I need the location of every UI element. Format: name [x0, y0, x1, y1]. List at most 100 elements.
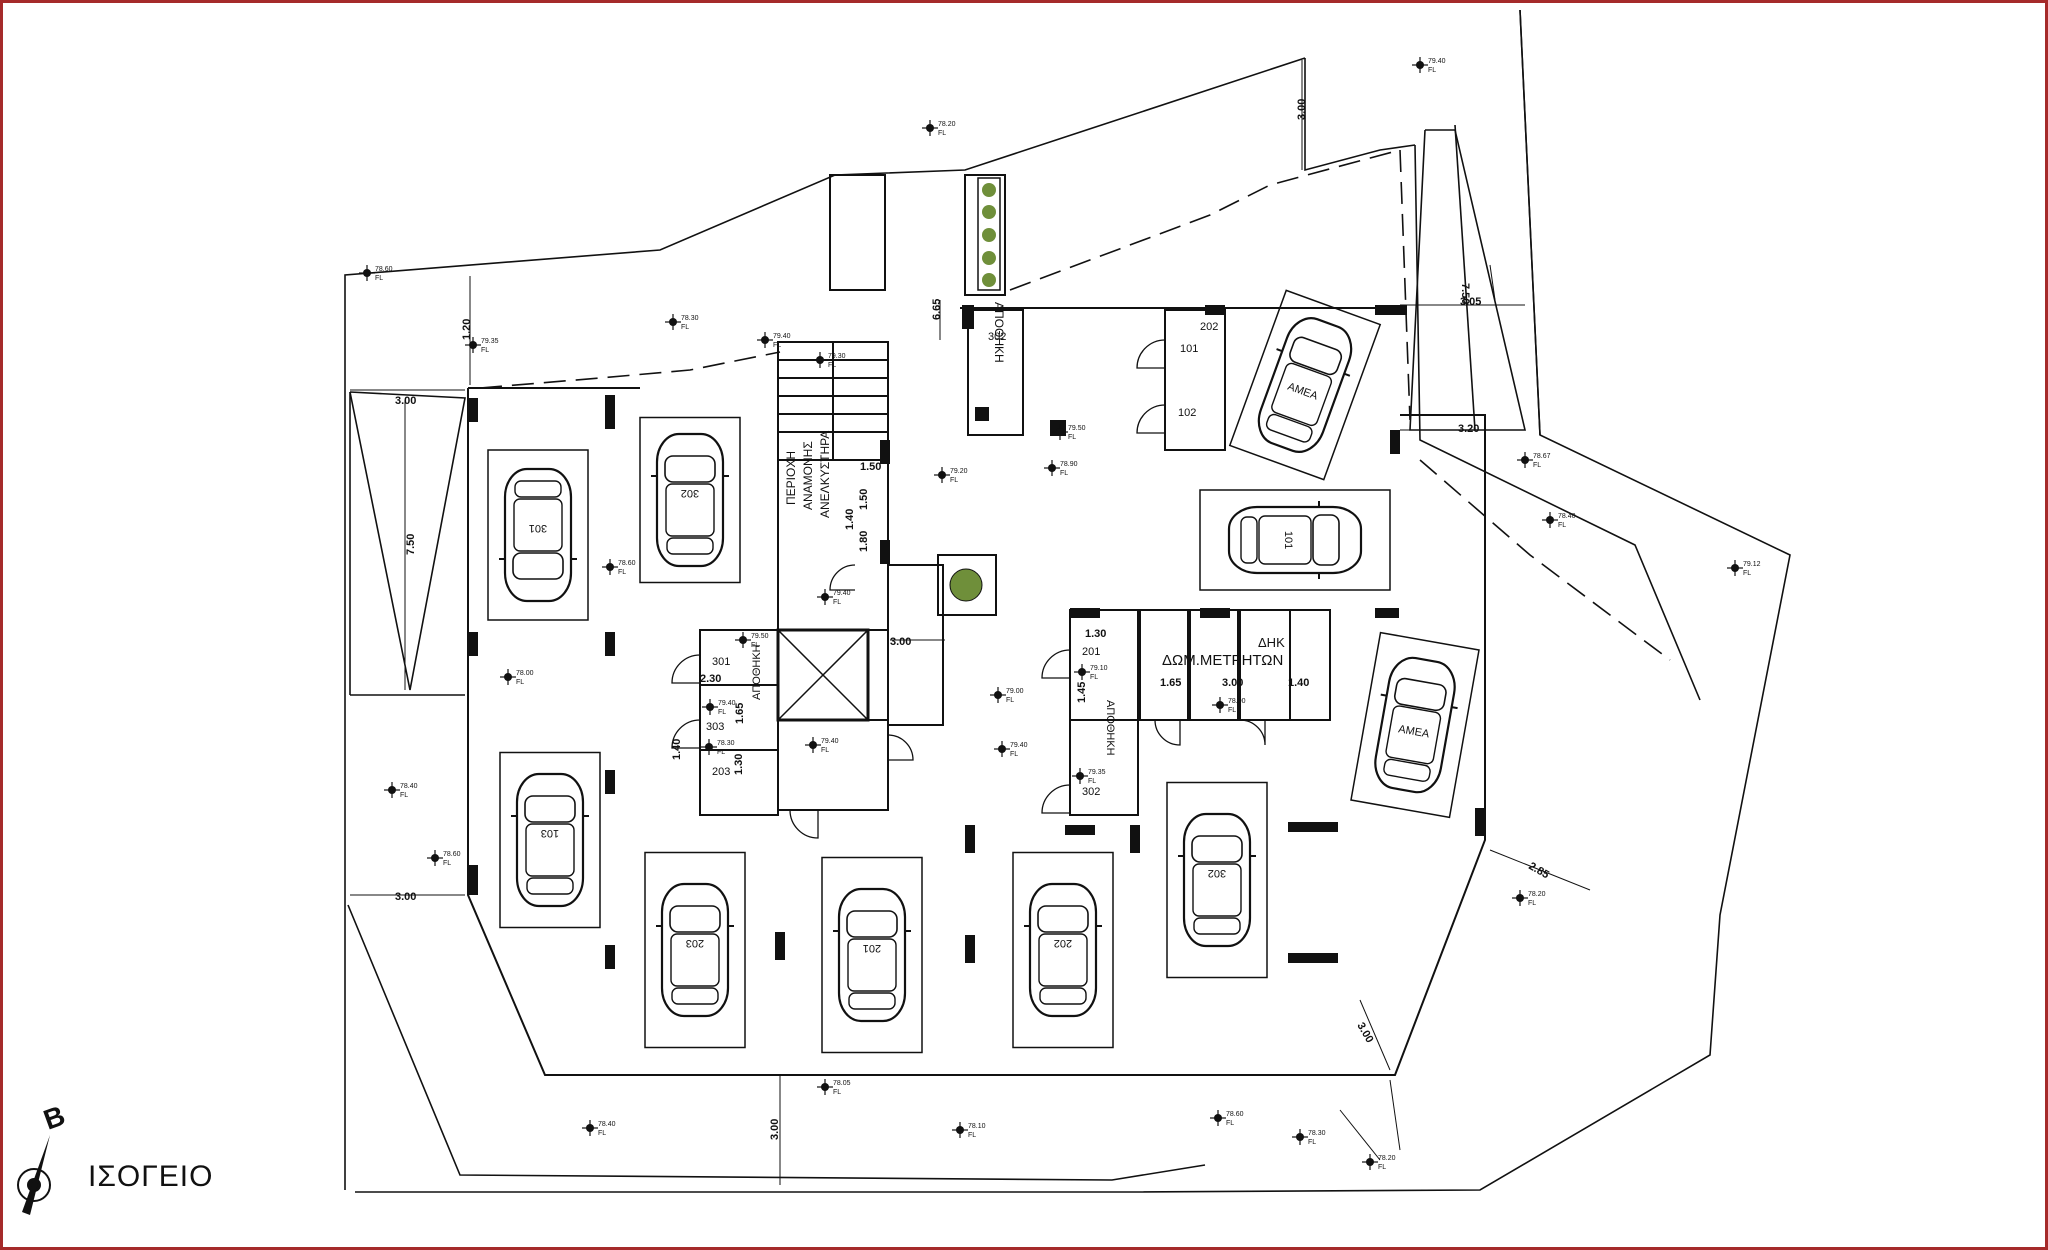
level-value: 78.05: [833, 1080, 851, 1087]
dimension-label: 7.50: [1459, 283, 1471, 304]
storage-number-101: 101: [1180, 343, 1198, 355]
parking-label: 103: [541, 827, 559, 839]
level-suffix: FL: [1558, 522, 1566, 529]
waiting-area-line3: ΑΝΕΛΚΥΣΤΗΡΑ: [818, 431, 832, 518]
dimension-label: 1.80: [858, 531, 870, 552]
room-labels: ΑΠΟΘΗΚΗ 302 ΠΕΡΙΟΧΗ ΑΝΑΜΟΝΗΣ ΑΝΕΛΚΥΣΤΗΡΑ…: [706, 302, 1285, 798]
parking-label: 302: [1208, 867, 1226, 879]
level-suffix: FL: [1308, 1139, 1316, 1146]
level-suffix: FL: [833, 599, 841, 606]
level-value: 78.10: [968, 1123, 986, 1130]
dimension-label: 3.00: [769, 1119, 781, 1140]
level-value: 79.50: [751, 633, 769, 640]
dimension-label: 3.00: [1296, 99, 1308, 120]
car-icon: [499, 467, 577, 603]
level-value: 79.40: [821, 738, 839, 745]
dimension-label: 3.00: [395, 395, 416, 407]
dimension-label: 2.30: [700, 673, 721, 685]
level-value: 79.35: [481, 338, 499, 345]
level-suffix: FL: [828, 362, 836, 369]
level-suffix: FL: [1068, 434, 1076, 441]
doors: [671, 339, 1266, 839]
level-value: 79.40: [1428, 58, 1446, 65]
level-value: 78.60: [1226, 1111, 1244, 1118]
dimension-label: 3.00: [1354, 1021, 1375, 1046]
level-value: 78.60: [443, 851, 461, 858]
level-suffix: FL: [717, 749, 725, 756]
parking-label: 203: [686, 937, 704, 949]
storage-left-label: ΑΠΟΘΗΚΗ: [751, 644, 763, 700]
plan-title: ΙΣΟΓΕΙΟ: [88, 1160, 214, 1193]
level-suffix: FL: [1228, 707, 1236, 714]
level-suffix: FL: [1533, 462, 1541, 469]
waiting-area-line1: ΠΕΡΙΟΧΗ: [784, 451, 798, 505]
level-suffix: FL: [1528, 900, 1536, 907]
level-value: 78.90: [1060, 461, 1078, 468]
parking-label: 201: [863, 942, 881, 954]
level-suffix: FL: [751, 642, 759, 649]
level-value: 78.20: [1378, 1155, 1396, 1162]
dimension-label: 1.30: [1085, 628, 1106, 640]
level-value: 78.40: [598, 1121, 616, 1128]
level-suffix: FL: [1010, 751, 1018, 758]
level-suffix: FL: [1378, 1164, 1386, 1171]
level-value: 79.20: [950, 468, 968, 475]
level-suffix: FL: [773, 342, 781, 349]
level-value: 79.12: [1743, 561, 1761, 568]
level-value: 78.67: [1533, 453, 1551, 460]
north-label: Β: [39, 1100, 69, 1136]
level-value: 79.00: [1006, 688, 1024, 695]
level-suffix: FL: [718, 709, 726, 716]
parking-bay: 203: [644, 851, 746, 1049]
parking-label: ΑΜΕΑ: [1286, 381, 1320, 403]
level-suffix: FL: [618, 569, 626, 576]
level-value: 79.40: [718, 700, 736, 707]
parking-bay: 201: [821, 856, 923, 1054]
level-markers: 78.60FL78.30FL78.20FL79.35FL79.40FL79.50…: [359, 57, 1761, 1171]
level-value: 79.50: [1068, 425, 1086, 432]
level-value: 78.60: [618, 560, 636, 567]
parking-label: ΑΜΕΑ: [1397, 723, 1430, 740]
car-icon: [651, 432, 729, 568]
level-suffix: FL: [1226, 1120, 1234, 1127]
north-arrow: Β: [17, 1100, 69, 1215]
storage-top-label: ΑΠΟΘΗΚΗ: [992, 302, 1006, 363]
level-suffix: FL: [1090, 674, 1098, 681]
level-suffix: FL: [598, 1130, 606, 1137]
meter-room-top-label: ΔΗΚ: [1258, 635, 1285, 650]
waiting-area-line2: ΑΝΑΜΟΝΗΣ: [801, 441, 815, 510]
level-value: 79.35: [1088, 769, 1106, 776]
storage-number-202: 202: [1200, 321, 1218, 333]
dimension-label: 1.50: [860, 461, 881, 473]
level-suffix: FL: [1006, 697, 1014, 704]
columns: [468, 305, 1485, 969]
level-suffix: FL: [1743, 570, 1751, 577]
dimension-label: 1.40: [671, 739, 683, 760]
car-icon: [656, 882, 734, 1018]
level-suffix: FL: [1428, 67, 1436, 74]
dimension-label: 6.65: [931, 299, 943, 320]
dimension-label: 2.85: [1527, 860, 1552, 881]
parking-label: 301: [529, 522, 547, 534]
level-value: 78.00: [516, 670, 534, 677]
car-icon: [1024, 882, 1102, 1018]
level-value: 78.20: [1528, 891, 1546, 898]
level-suffix: FL: [375, 275, 383, 282]
dimension-label: 1.45: [1076, 682, 1088, 703]
